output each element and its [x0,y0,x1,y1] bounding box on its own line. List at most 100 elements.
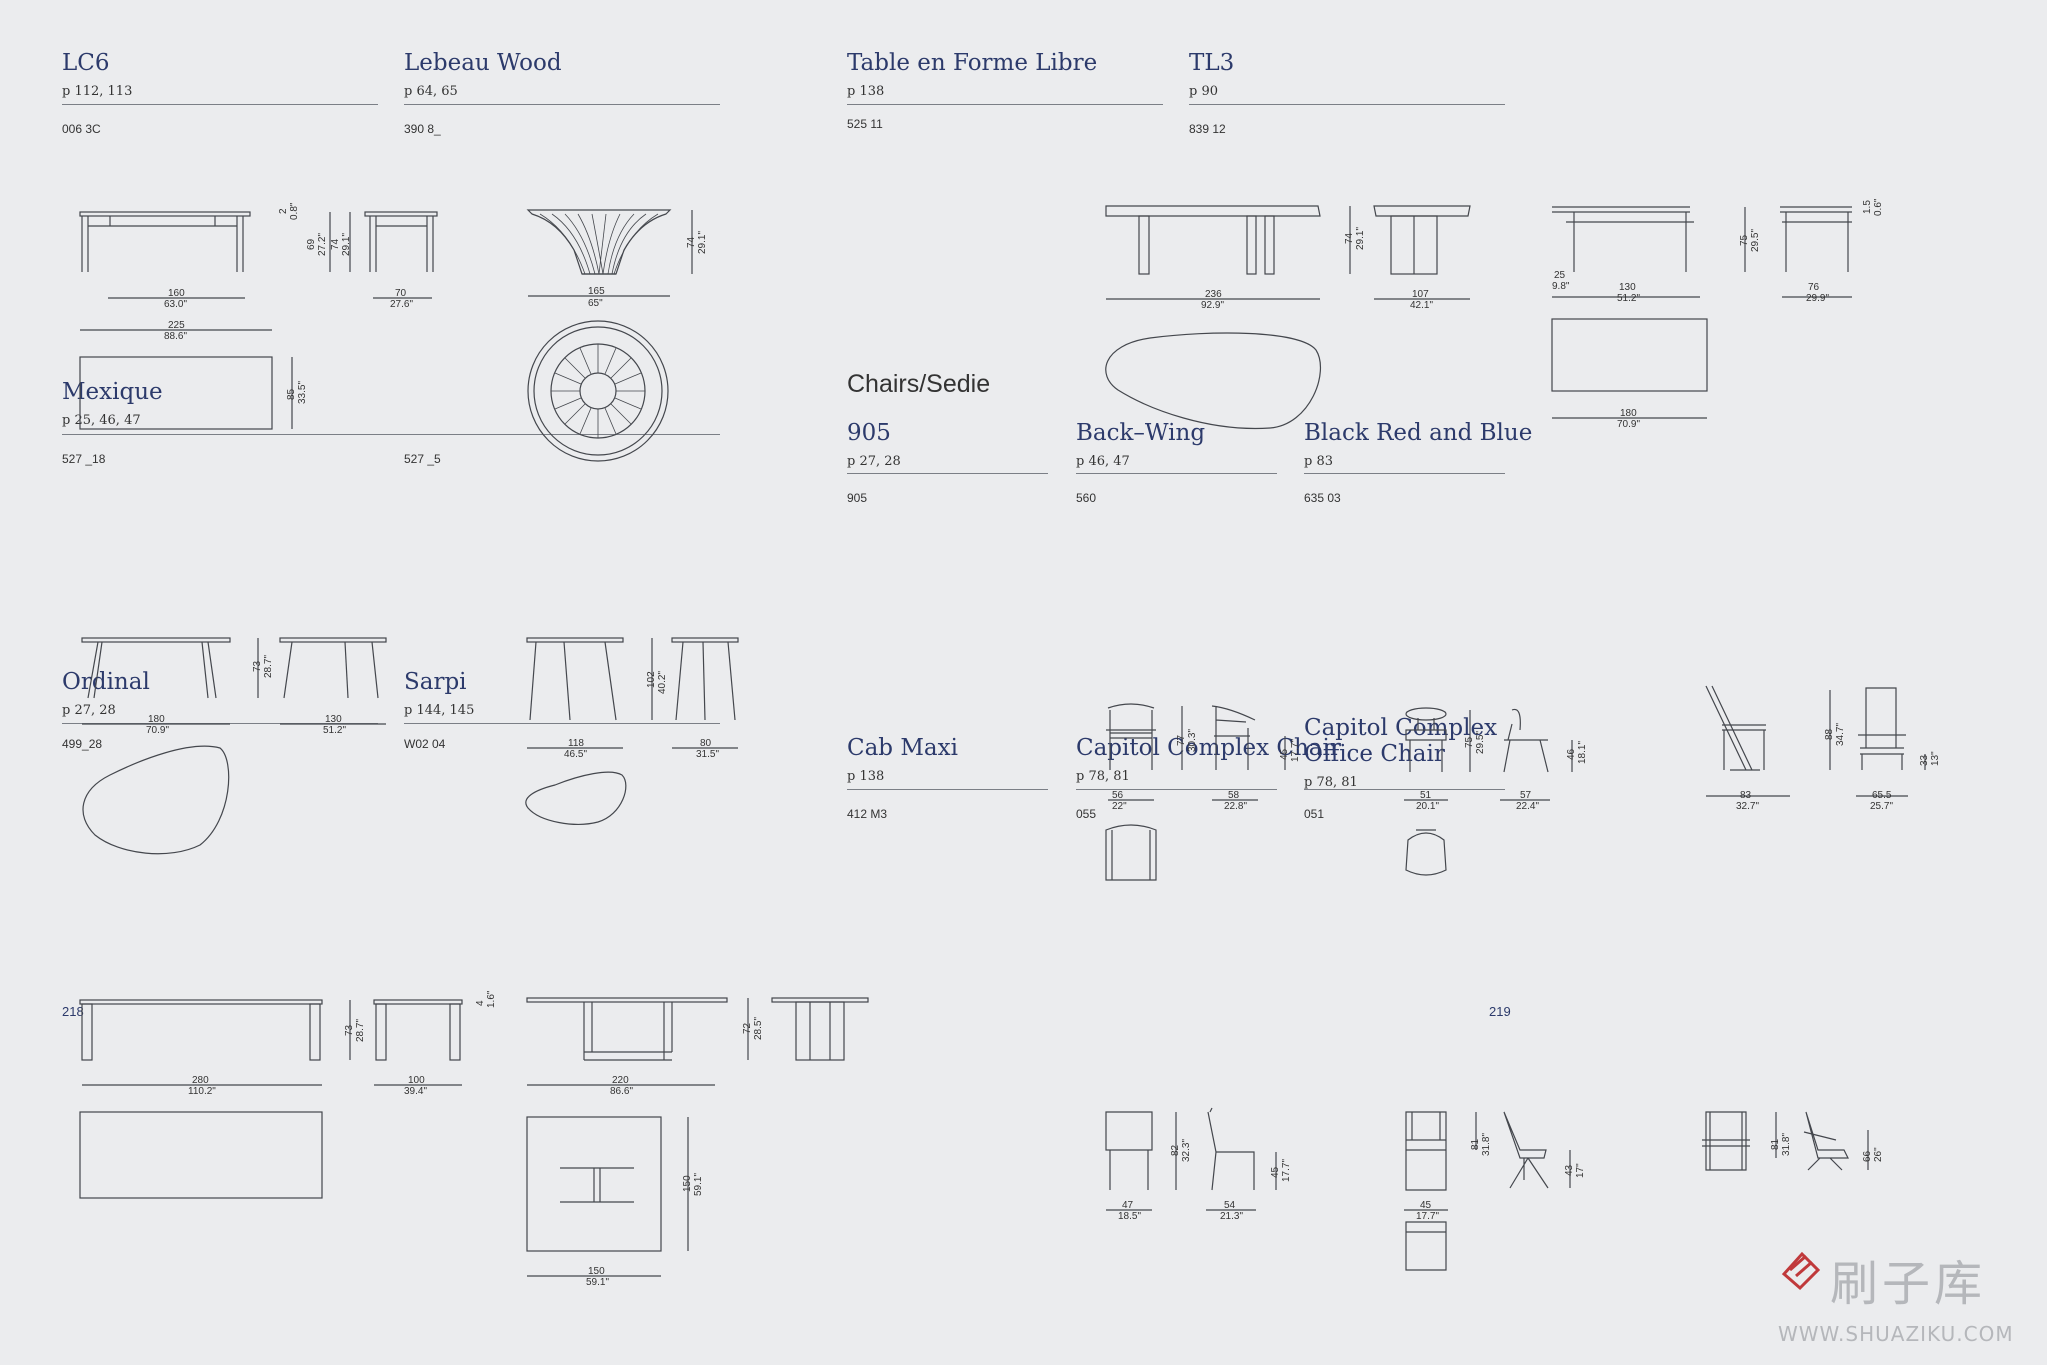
dim-label: 28.5" [753,1017,764,1040]
product-code-secondary: 527 _5 [404,452,441,466]
dim-label: 17.7" [1416,1211,1439,1222]
dim-label: 74 [686,236,697,248]
product-code: 412 M3 [847,807,888,821]
product-cab-maxi: Cab Maxi p 138 [847,735,958,784]
dim-label: 43 [1564,1164,1575,1176]
product-pages: p 144, 145 [404,703,475,718]
dim-label: 82 [1170,1144,1181,1156]
dim-label: 70.9" [1617,419,1640,430]
dim-label: 100 [408,1075,425,1086]
divider [404,723,720,724]
dim-label: 33 [1919,754,1930,766]
dim-label: 102 [646,671,657,688]
product-code: 560 [1076,491,1097,505]
dim-label: 0.6" [1873,198,1884,216]
dim-label: 9.8" [1552,281,1570,292]
dim-label: 28.7" [263,655,274,678]
chair-cab-maxi-drawing [1105,1107,1277,1211]
product-capitol-complex-chair: Capitol Complex Chair p 78, 81 [1076,735,1341,784]
watermark-logo-icon [1776,1244,1826,1294]
product-pages: p 90 [1189,84,1218,99]
dim-label: 18.1" [1577,741,1588,764]
product-table-en-forme-libre: Table en Forme Libre p 138 [847,50,1097,99]
dimension-labels: 2 0.8" 69 27.2" 74 29.1" 160 63.0" 70 27… [146,198,1941,1288]
product-code: 051 [1304,807,1325,821]
dim-label: 110.2" [188,1086,216,1097]
product-title: Table en Forme Libre [847,50,1098,76]
divider [847,104,1163,105]
dim-label: 75 [1739,234,1750,246]
dim-label: 46.5" [564,749,587,760]
product-lebeau-wood: Lebeau Wood p 64, 65 [404,50,562,99]
dim-label: 83 [1740,790,1752,801]
dim-label: 29.1" [1355,227,1366,250]
product-code: 635 03 [1304,491,1341,505]
dim-label: 20.1" [1416,801,1439,812]
product-pages: p 138 [847,769,885,784]
dim-label: 107 [1412,289,1429,300]
product-code: 525 11 [847,117,883,131]
dim-label: 45 [1270,1166,1281,1178]
product-title: Sarpi [404,669,467,695]
dim-label: 22.8" [1224,801,1247,812]
tl3-drawing [1551,206,1852,419]
dim-label: 180 [148,714,165,725]
dim-label: 118 [568,738,584,749]
dim-label: 59.1" [586,1277,609,1288]
page-number-right: 219 [1489,1004,1511,1019]
product-code: 527 _18 [62,452,106,466]
dim-label: 1.6" [486,990,497,1008]
section-heading-chairs: Chairs/Sedie [847,370,991,398]
dim-label: 40.2" [657,671,668,694]
ordinal-drawing [79,999,463,1199]
dim-label: 73 [252,660,263,672]
dim-label: 25.7" [1870,801,1893,812]
chair-capitol-complex-drawing [1404,1111,1571,1271]
product-title: Mexique [62,379,163,405]
dim-label: 29.1" [697,231,708,254]
chair-black-red-and-blue-drawing [1705,685,1926,797]
dim-label: 33.5" [297,381,308,404]
product-title: Cab Maxi [847,735,958,761]
divider [1304,789,1505,790]
product-code: 905 [847,491,868,505]
product-code: 055 [1076,807,1097,821]
divider [1304,473,1505,474]
dim-label: 76 [1808,282,1820,293]
dim-label: 236 [1205,289,1222,300]
dim-label: 74 [330,238,341,250]
product-title: Back–Wing [1076,420,1206,446]
lebeau-wood-drawing [526,209,693,462]
divider [1189,104,1505,105]
product-title: Capitol Complex Chair [1076,735,1341,761]
divider [1076,473,1277,474]
dim-label: 58 [1228,790,1240,801]
dim-label: 22.4" [1516,801,1539,812]
dim-label: 30.3" [1187,729,1198,752]
product-black-red-and-blue: Black Red and Blue p 83 [1304,420,1532,469]
dim-label: 70.9" [146,725,169,736]
dim-label: 13" [1930,751,1941,766]
dim-label: 32.3" [1181,1139,1192,1162]
page-number-left: 218 [62,1004,84,1019]
dim-label: 21.3" [1220,1211,1243,1222]
dim-label: 130 [1619,282,1636,293]
dim-label: 28.7" [355,1019,366,1042]
dim-label: 26" [1873,1147,1884,1162]
chair-capitol-office-drawing [1702,1111,1869,1171]
dim-label: 32.7" [1736,801,1759,812]
product-code: 390 8_ [404,122,441,136]
product-lc6: LC6 p 112, 113 [62,50,132,99]
dim-label: 51.2" [1617,293,1640,304]
product-tl3: TL3 p 90 [1189,50,1234,99]
dim-label: 31.8" [1781,1133,1792,1156]
dim-label: 86.6" [610,1086,633,1097]
dim-label: 72 [742,1022,753,1034]
table-en-forme-libre-drawing [1105,205,1471,430]
dim-label: 220 [612,1075,629,1086]
dim-label: 45 [1420,1200,1432,1211]
dim-label: 2 [278,208,289,214]
product-mexique: Mexique p 25, 46, 47 [62,379,163,428]
dim-label: 39.4" [404,1086,427,1097]
